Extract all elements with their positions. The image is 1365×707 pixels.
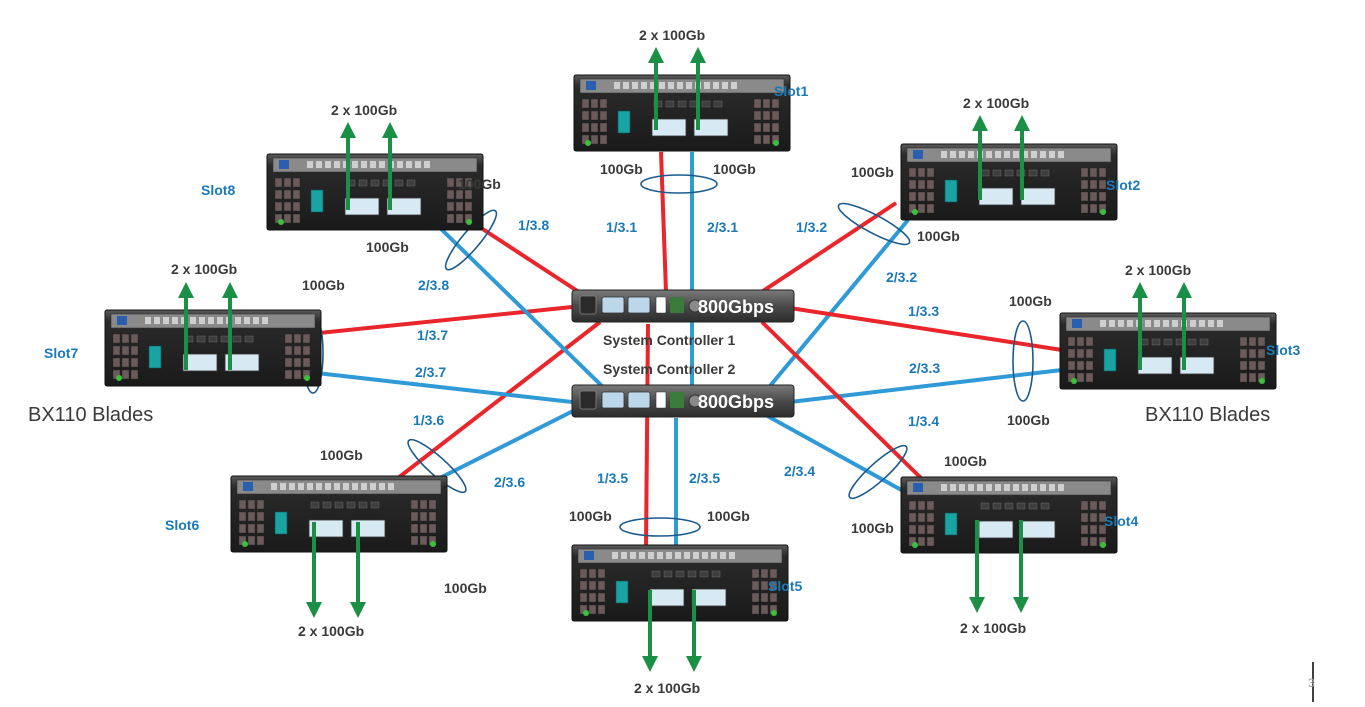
port-label: 2/3.1 [707,219,738,235]
speed-label: 100Gb [713,161,756,177]
slot7-label: Slot7 [44,345,78,361]
page-number: 3 [1308,676,1315,690]
blade-chassis-slot8 [266,153,484,231]
lag-ellipse-slot8 [444,209,498,271]
slot5-uplink-label: 2 x 100Gb [634,680,700,696]
lag-ellipse-slot3 [1012,320,1034,402]
slot7-uplink-label: 2 x 100Gb [171,261,237,277]
slot2-uplink-label: 2 x 100Gb [963,95,1029,111]
speed-label: 100Gb [1007,412,1050,428]
slot1-uplink-label: 2 x 100Gb [639,27,705,43]
port-label: 2/3.2 [886,269,917,285]
port-label: 2/3.3 [909,360,940,376]
slot8-uplink-label: 2 x 100Gb [331,102,397,118]
speed-label: 100Gb [600,161,643,177]
link-slot5-sc1 [644,323,650,548]
blade-chassis-slot4 [900,476,1118,554]
system-controller-1: 800Gbps [571,289,795,323]
lag-ellipse-slot2 [837,202,911,246]
link-speed-labels: 100Gb 100Gb 100Gb 100Gb 100Gb 100Gb 100G… [302,161,1052,596]
port-label: 2/3.6 [494,474,525,490]
uplink-labels: 2 x 100Gb 2 x 100Gb 2 x 100Gb 2 x 100Gb … [171,27,1191,696]
port-label: 1/3.8 [518,217,549,233]
slot1-label: Slot1 [774,83,808,99]
slot5-label: Slot5 [768,578,802,594]
link-slot4-sc1 [760,320,927,484]
port-label: 1/3.5 [597,470,628,486]
speed-label: 100Gb [444,580,487,596]
blade-chassis-slot6 [230,475,448,553]
slot3-uplink-label: 2 x 100Gb [1125,262,1191,278]
sc2-label: System Controller 2 [603,361,735,377]
slot8-label: Slot8 [201,182,235,198]
blade-group-label-right: BX110 Blades [1145,404,1270,426]
slot4-label: Slot4 [1104,513,1138,529]
uplink-arrows [178,47,1192,672]
port-label: 1/3.4 [908,413,939,429]
link-slot2-sc2 [763,218,910,394]
link-slot3-sc1 [789,306,1063,352]
speed-label: 100Gb [320,447,363,463]
port-label: 2/3.4 [784,463,815,479]
port-label: 1/3.7 [417,327,448,343]
slot6-uplink-label: 2 x 100Gb [298,623,364,639]
slot3-label: Slot3 [1266,342,1300,358]
link-slot8-sc2 [436,224,606,390]
slot6-label: Slot6 [165,517,199,533]
blade-group-label-left: BX110 Blades [28,404,153,426]
link-slot1-sc1 [659,151,668,293]
lag-ellipses [302,174,1034,537]
speed-label: 100Gb [944,453,987,469]
link-slot4-sc2 [761,411,906,494]
blade-chassis-slot5 [571,544,789,622]
port-label: 1/3.2 [796,219,827,235]
lag-ellipse-slot6 [407,438,467,494]
link-slot7-sc2 [289,368,573,404]
slot2-label: Slot2 [1106,177,1140,193]
port-label: 1/3.3 [908,303,939,319]
sc1-label: System Controller 1 [603,332,735,348]
port-label: 2/3.5 [689,470,720,486]
speed-label: 100Gb [458,176,501,192]
speed-label: 100Gb [917,228,960,244]
link-slot2-sc1 [758,201,898,295]
blade-chassis-slot7 [104,309,322,387]
port-label: 1/3.1 [606,219,637,235]
sc2-bandwidth: 800Gbps [698,392,774,412]
system-controller-2: 800Gbps [571,384,795,418]
lag-ellipse-slot5 [619,517,701,537]
port-label: 1/3.6 [413,412,444,428]
speed-label: 100Gb [1009,293,1052,309]
slot-labels: Slot1 Slot2 Slot3 Slot4 Slot5 Slot6 Slot… [44,83,1300,594]
slot4-uplink-label: 2 x 100Gb [960,620,1026,636]
speed-label: 100Gb [851,164,894,180]
blades-layer [104,74,1277,622]
blade-chassis-slot2 [900,143,1118,221]
speed-label: 100Gb [366,239,409,255]
speed-label: 100Gb [707,508,750,524]
sc1-bandwidth: 800Gbps [698,297,774,317]
speed-label: 100Gb [302,277,345,293]
port-label: 2/3.8 [418,277,449,293]
lag-ellipse-slot1 [640,174,718,194]
lag-ellipse-slot4 [848,444,908,500]
port-labels: 1/3.1 2/3.1 1/3.2 2/3.2 1/3.3 2/3.3 1/3.… [413,217,940,490]
blade-chassis-slot3 [1059,312,1277,390]
port-label: 2/3.7 [415,364,446,380]
blade-chassis-slot1 [573,74,791,152]
link-slot6-sc1 [396,320,602,480]
speed-label: 100Gb [851,520,894,536]
speed-label: 100Gb [569,508,612,524]
